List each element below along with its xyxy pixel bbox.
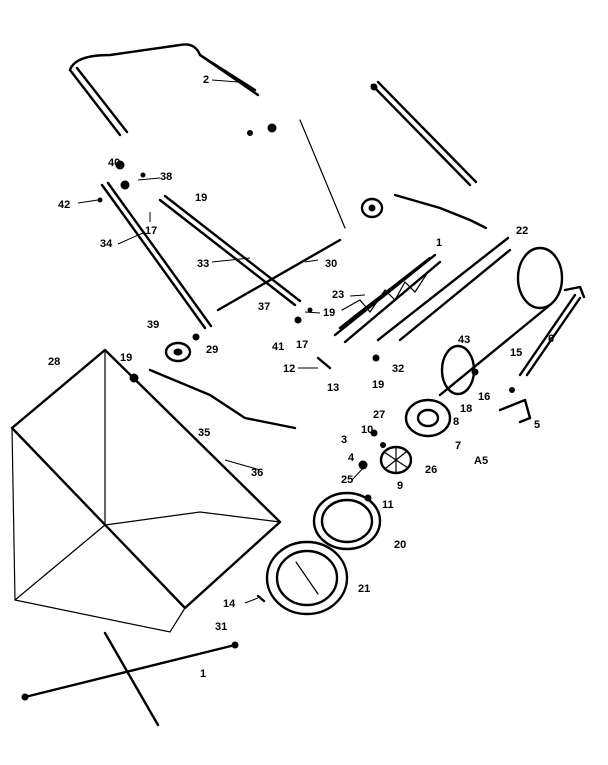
label-part-38: 38 [160, 171, 172, 183]
label-part-3: 3 [341, 434, 347, 446]
clip-part-5 [498, 398, 532, 424]
bag-part-36 [10, 348, 282, 633]
label-part-19b: 19 [323, 307, 335, 319]
rod-part-34 [100, 181, 213, 330]
label-part-22: 22 [516, 225, 528, 237]
label-part-13: 13 [327, 382, 339, 394]
label-part-5: 5 [534, 419, 540, 431]
label-part-37: 37 [258, 301, 270, 313]
label-part-21: 21 [358, 583, 370, 595]
label-part-4: 4 [348, 452, 355, 464]
label-part-19a: 19 [195, 192, 207, 204]
tire-part-21 [265, 540, 349, 616]
link-rod-part-35 [148, 368, 297, 430]
label-part-8: 8 [453, 416, 459, 428]
label-part-28: 28 [48, 356, 60, 368]
rod-part-30 [216, 119, 346, 312]
label-part-19d: 19 [372, 379, 384, 391]
part-labels: 2 40 38 19 42 17 34 33 30 1 22 23 37 19 … [48, 74, 554, 680]
label-part-32: 32 [392, 363, 404, 375]
label-part-36: 36 [251, 467, 263, 479]
label-part-30: 30 [325, 258, 337, 270]
handle-tube-right [370, 80, 478, 187]
label-part-33: 33 [197, 258, 209, 270]
bar-part-32 [376, 236, 510, 342]
leader-lines [77, 79, 366, 604]
label-part-23: 23 [332, 289, 344, 301]
gear-part-26 [379, 445, 413, 475]
frame-part-1 [21, 631, 239, 727]
label-part-6: 6 [548, 333, 554, 345]
drum-part-22 [398, 246, 564, 397]
small-wheel-top [360, 197, 384, 219]
label-part-17b: 17 [296, 339, 308, 351]
fasteners [129, 307, 515, 603]
label-part-34: 34 [100, 238, 113, 250]
bracket-part-6 [518, 285, 586, 377]
handle-part-2 [68, 43, 260, 137]
label-part-40: 40 [108, 157, 120, 169]
side-link-right [393, 193, 488, 230]
label-part-9: 9 [397, 480, 403, 492]
label-part-14: 14 [223, 598, 236, 610]
label-part-18: 18 [460, 403, 472, 415]
label-part-11: 11 [382, 499, 394, 511]
small-hardware-top [97, 123, 277, 203]
label-part-10: 10 [361, 424, 373, 436]
wheel-part-20 [312, 491, 382, 551]
label-part-12: 12 [283, 363, 295, 375]
label-part-39: 39 [147, 319, 159, 331]
label-part-27: 27 [373, 409, 385, 421]
label-part-41: 41 [272, 341, 284, 353]
label-part-1-brush: 1 [436, 237, 442, 249]
rod-part-33 [158, 194, 302, 307]
label-part-26: 26 [425, 464, 437, 476]
label-a5: A5 [474, 455, 488, 467]
label-part-35: 35 [198, 427, 210, 439]
wheel-part-39 [164, 341, 192, 363]
label-part-20: 20 [394, 539, 406, 551]
label-part-7: 7 [455, 440, 461, 452]
label-part-29: 29 [206, 344, 218, 356]
label-part-31: 31 [215, 621, 227, 633]
label-part-42: 42 [58, 199, 70, 211]
label-part-2: 2 [203, 74, 209, 86]
label-part-43: 43 [458, 334, 470, 346]
label-part-25: 25 [341, 474, 353, 486]
label-part-15: 15 [510, 347, 522, 359]
label-part-17a: 17 [145, 225, 157, 237]
label-part-1: 1 [200, 668, 206, 680]
brush-part-23 [333, 253, 442, 344]
label-part-19c: 19 [120, 352, 132, 364]
label-part-16: 16 [478, 391, 490, 403]
hub-part-7 [404, 398, 452, 438]
